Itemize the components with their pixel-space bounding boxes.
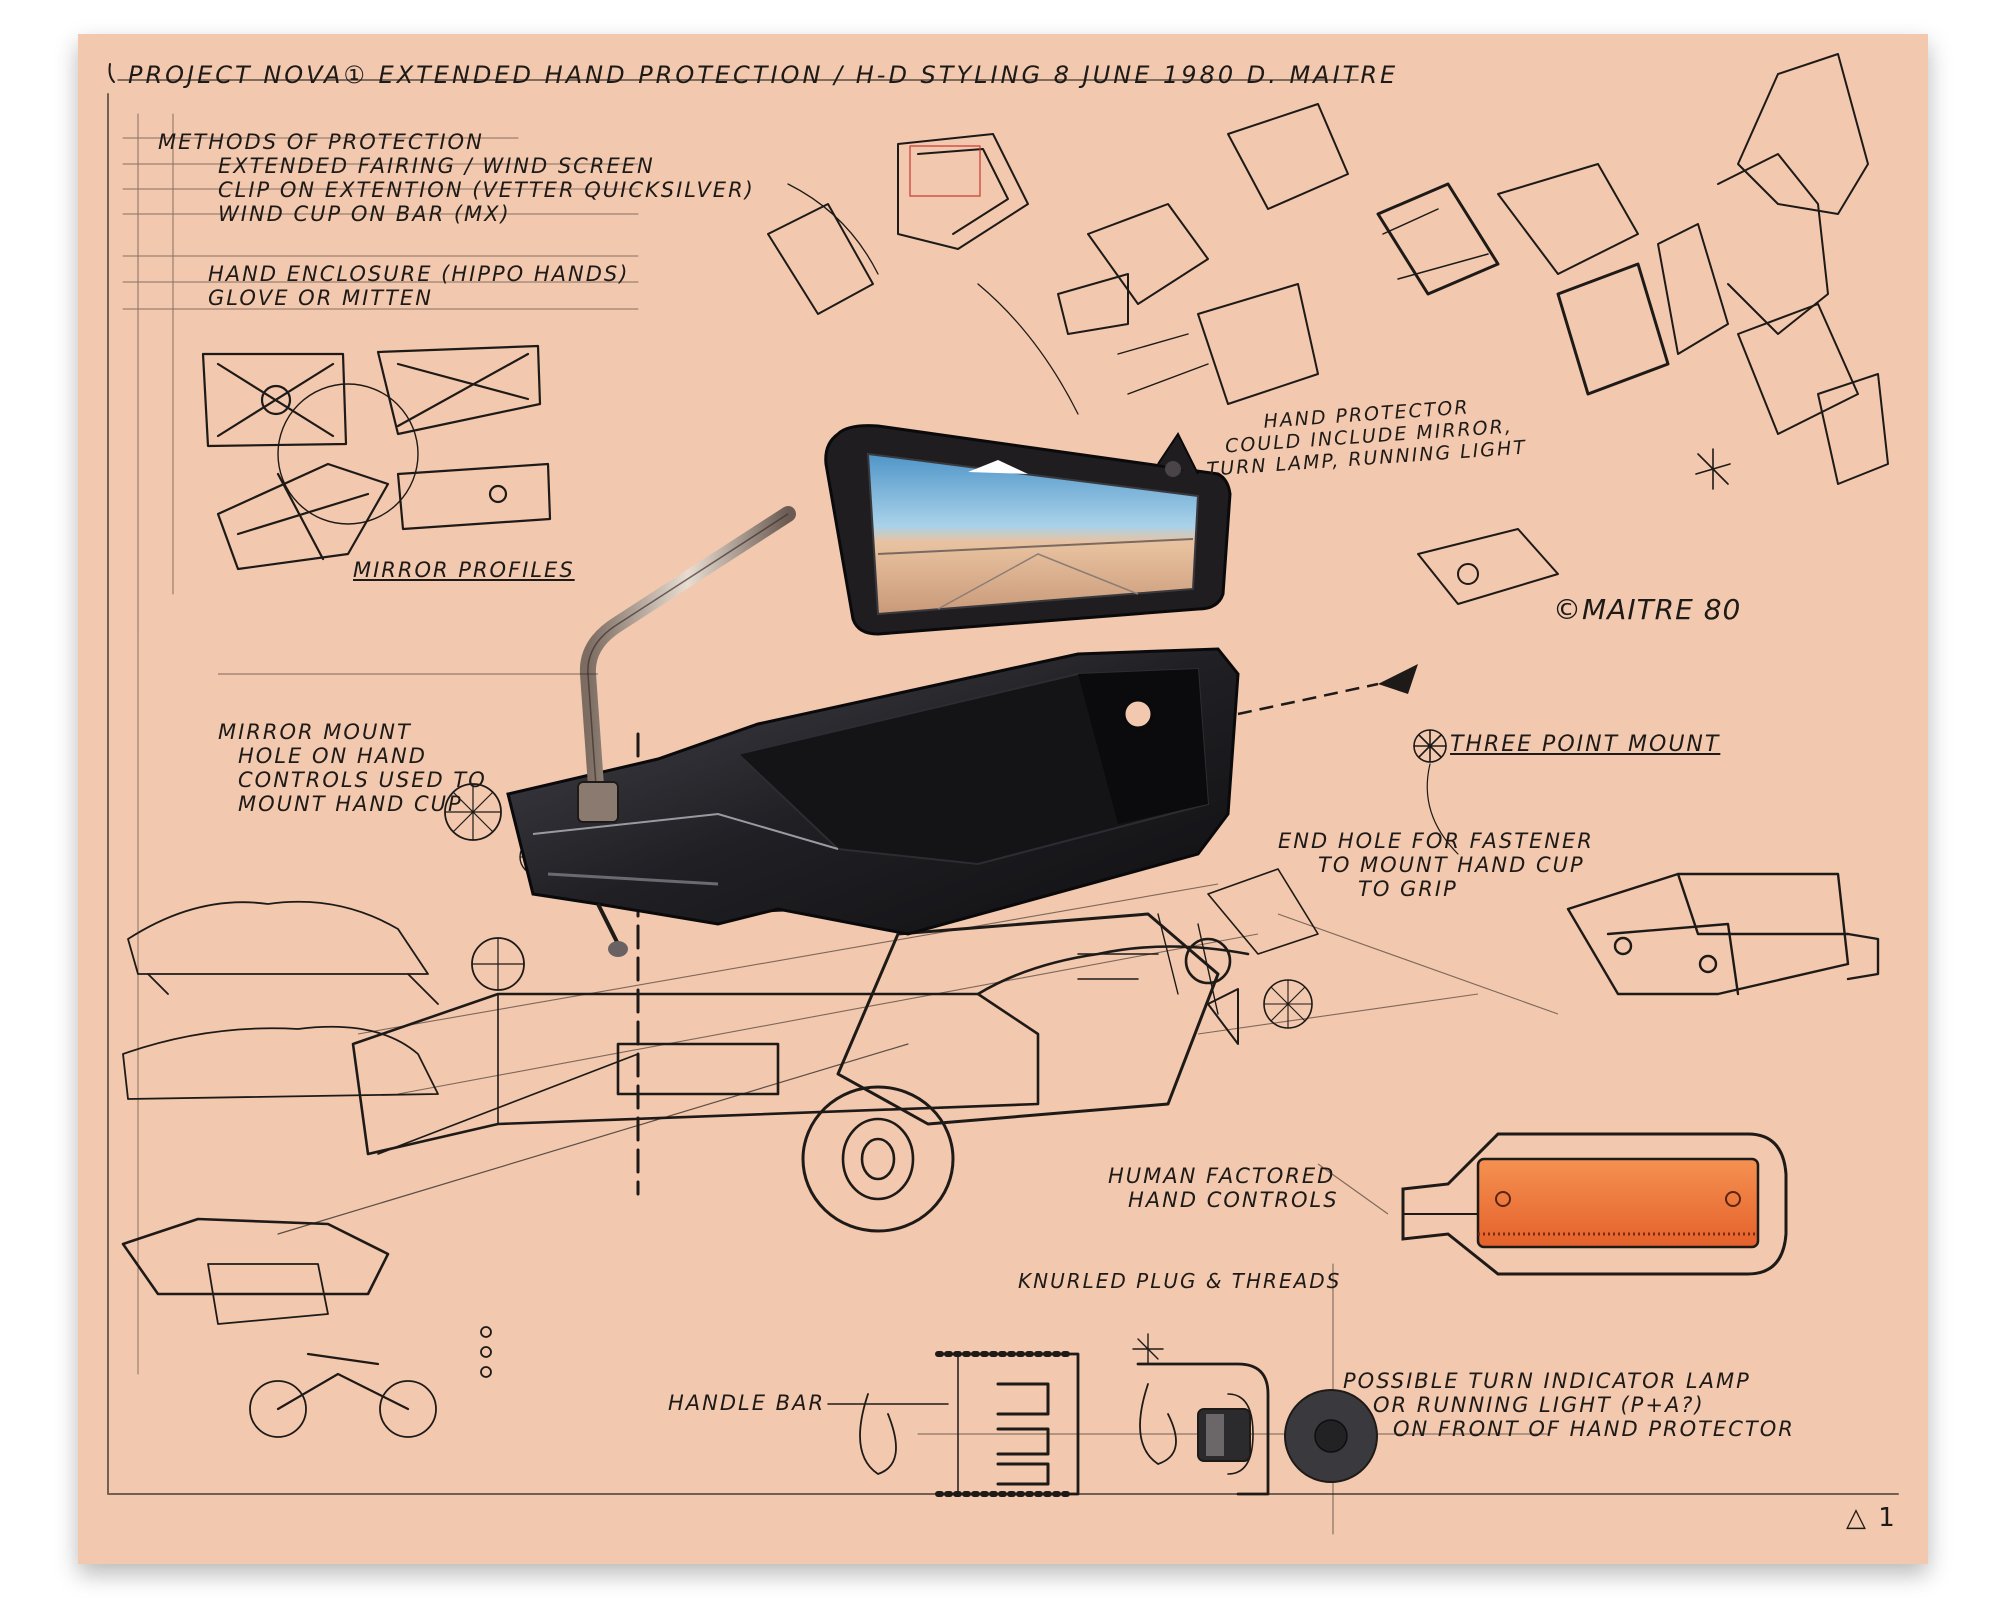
mirror-mount-line: MOUNT HAND CUP [238, 792, 463, 817]
rearview-mirror [824, 424, 1232, 636]
drawing-sheet: PROJECT NOVA① EXTENDED HAND PROTECTION /… [78, 34, 1928, 1564]
enclosure-item: GLOVE OR MITTEN [208, 286, 433, 311]
methods-item: EXTENDED FAIRING / WIND SCREEN [218, 154, 655, 179]
mirror-mount-line: HOLE ON HAND [238, 744, 427, 769]
mirror-mount-note: MIRROR MOUNT HOLE ON HAND CONTROLS USED … [218, 720, 487, 817]
three-point-mount-label: THREE POINT MOUNT [1450, 732, 1721, 757]
end-hole-line: TO MOUNT HAND CUP [1318, 853, 1585, 878]
mirror-profile-sketches [201, 344, 552, 571]
turn-lamp-line: POSSIBLE TURN INDICATOR LAMP [1343, 1369, 1751, 1393]
end-cup-sketch [1207, 868, 1880, 1029]
mirror-profiles-label: MIRROR PROFILES [353, 558, 575, 582]
turn-lamp-line: ON FRONT OF HAND PROTECTOR [1393, 1417, 1795, 1442]
turn-lamp-line: OR RUNNING LIGHT (P+A?) [1373, 1393, 1705, 1418]
hand-protector-sketches [767, 53, 1889, 605]
enclosure-item: HAND ENCLOSURE (HIPPO HANDS) [208, 262, 630, 286]
title-header: PROJECT NOVA① EXTENDED HAND PROTECTION /… [128, 61, 1399, 89]
methods-heading: METHODS OF PROTECTION [158, 130, 484, 154]
mirror-mount-line: MIRROR MOUNT [218, 720, 412, 744]
hand-enclosure-note: HAND ENCLOSURE (HIPPO HANDS) GLOVE OR MI… [208, 262, 629, 310]
three-point-mount-symbol [1413, 729, 1459, 855]
end-hole-note: END HOLE FOR FASTENER TO MOUNT HAND CUP … [1278, 829, 1594, 901]
methods-item: CLIP ON EXTENTION (VETTER QUICKSILVER) [218, 178, 755, 203]
handle-bar-label: HANDLE BAR [668, 1391, 826, 1415]
human-factored-line: HAND CONTROLS [1128, 1188, 1339, 1213]
human-factored-line: HUMAN FACTORED [1108, 1164, 1336, 1188]
knurled-plug-label: KNURLED PLUG & THREADS [1018, 1269, 1342, 1293]
methods-item: WIND CUP ON BAR (MX) [218, 202, 511, 227]
artist-signature: ©MAITRE 80 [1553, 593, 1742, 626]
turn-indicator-lamp [1401, 1132, 1788, 1276]
end-hole-line: TO GRIP [1358, 877, 1458, 902]
hand-cup-rendering [506, 647, 1418, 957]
end-hole-line: END HOLE FOR FASTENER [1278, 829, 1594, 853]
turn-lamp-note: POSSIBLE TURN INDICATOR LAMP OR RUNNING … [1343, 1369, 1795, 1441]
sketch-illustration [107, 53, 1899, 1535]
motorcycle-sketches [121, 783, 525, 1438]
human-factored-note: HUMAN FACTORED HAND CONTROLS [1108, 1164, 1339, 1212]
mirror-mount-line: CONTROLS USED TO [238, 768, 487, 793]
corner-mark: △ 1 [1846, 1503, 1897, 1533]
methods-of-protection-note: METHODS OF PROTECTION EXTENDED FAIRING /… [158, 130, 755, 227]
